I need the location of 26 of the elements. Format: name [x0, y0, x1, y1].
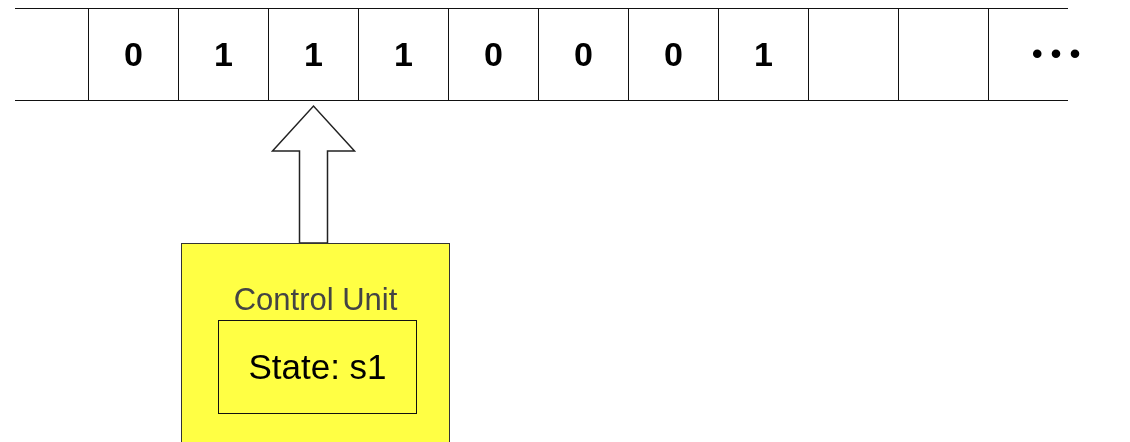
tape-symbol: 0: [484, 35, 503, 74]
tape-cell: [15, 8, 89, 101]
tape-symbol: 1: [304, 35, 323, 74]
tape-symbol: 0: [664, 35, 683, 74]
tape-cell: [898, 8, 989, 101]
tape-symbol: 1: [754, 35, 773, 74]
hollow-arrow: [270, 104, 357, 244]
tape-cell: [178, 8, 269, 101]
tape-cell: [88, 8, 179, 101]
tape-cell: [538, 8, 629, 101]
tape-cell: [808, 8, 899, 101]
tape-cell: [718, 8, 809, 101]
control-unit-box: [181, 243, 450, 442]
tape-cell: [988, 8, 1068, 101]
ellipsis: • • •: [1032, 37, 1081, 71]
tape-symbol: 0: [124, 35, 143, 74]
tape-cell: [628, 8, 719, 101]
state-box: [218, 320, 417, 414]
tape-symbol: 0: [574, 35, 593, 74]
tape-symbol: 1: [394, 35, 413, 74]
tape-cell: [358, 8, 449, 101]
state-label: State: s1: [248, 347, 387, 387]
unit-title: Control Unit: [232, 282, 399, 318]
tape-symbol: 1: [214, 35, 233, 74]
tape-cell: [268, 8, 359, 101]
tape-cell: [448, 8, 539, 101]
